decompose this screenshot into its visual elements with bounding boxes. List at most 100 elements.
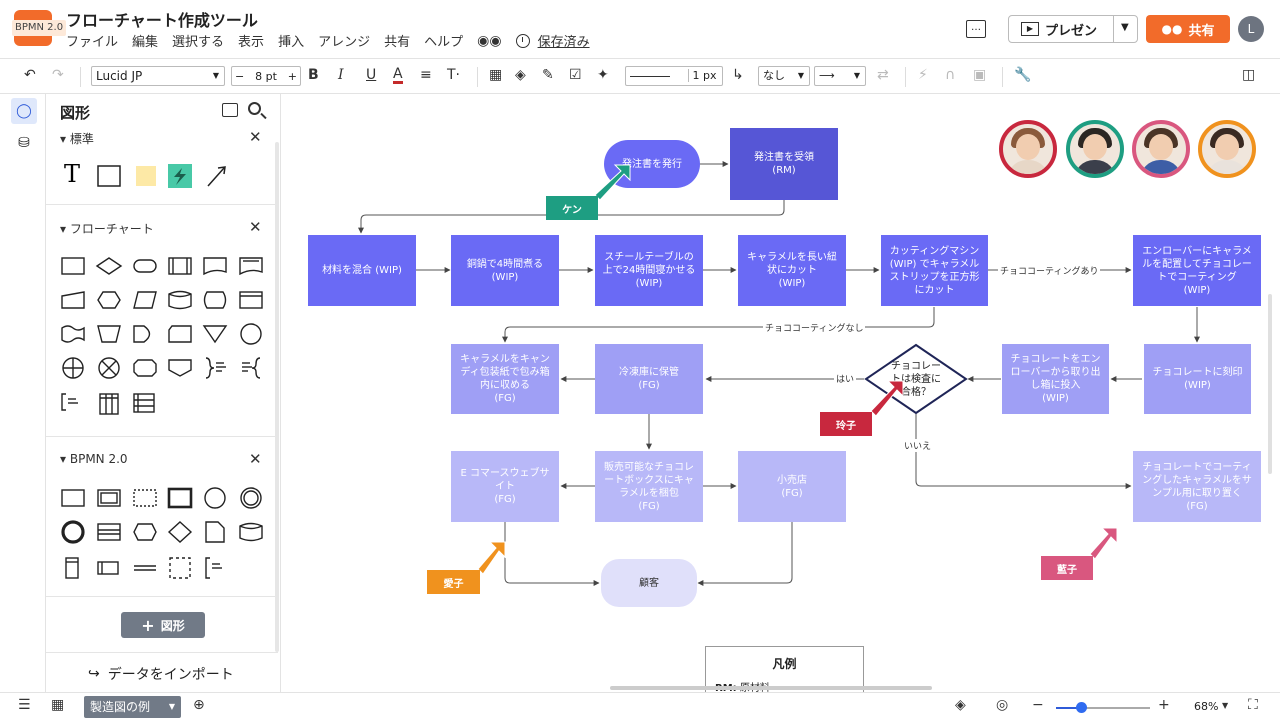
bold-icon[interactable]: B [308, 67, 319, 83]
manual-input-shape[interactable] [61, 291, 85, 309]
manual-operation-shape[interactable] [97, 325, 121, 343]
node-fridge[interactable]: 冷凍庫に保管 (FG) [595, 344, 703, 414]
menu-arrange[interactable]: アレンジ [318, 35, 371, 50]
zoom-out-icon[interactable]: − [1032, 697, 1044, 713]
line-end-select[interactable]: ⟶ ▼ [814, 66, 866, 86]
bracket-annotation-shape[interactable] [61, 393, 66, 411]
display-shape[interactable] [133, 359, 157, 377]
predefined-process-shape[interactable] [168, 257, 192, 275]
collaborator-avatar[interactable] [1132, 120, 1190, 178]
section-bpmn-header[interactable]: ▾ BPMN 2.0 [60, 452, 128, 466]
shapes-icon[interactable]: ◯ [11, 98, 37, 124]
minus-icon[interactable]: − [235, 69, 245, 83]
database-shape[interactable] [168, 290, 192, 310]
font-size-value[interactable]: 8 pt [255, 69, 277, 83]
menu-select[interactable]: 選択する [172, 35, 225, 50]
node-ecommerce[interactable]: E コマースウェブサイト (FG) [451, 451, 559, 522]
border-icon[interactable]: ▦ [489, 67, 503, 83]
stored-data-shape[interactable] [203, 291, 227, 309]
zoom-slider-handle[interactable] [1076, 702, 1088, 713]
undo-icon[interactable]: ↶ [24, 67, 36, 83]
preparation-shape[interactable] [97, 291, 121, 309]
node-decision[interactable]: チョコレートは検査に合格？ [891, 360, 941, 398]
lane-vertical-shape[interactable] [65, 557, 79, 579]
wrench-icon[interactable]: 🔧 [1014, 67, 1032, 83]
node-cut-square[interactable]: カッティングマシン (WIP) でキャラメルストリップを正方形にカット [881, 235, 988, 306]
connector-style-icon[interactable]: ↳ [732, 67, 744, 83]
card-shape[interactable] [168, 325, 192, 343]
swimlane-vertical-shape[interactable] [99, 393, 119, 415]
connector-shape[interactable] [240, 323, 262, 345]
node-start[interactable]: 発注書を発行 [604, 140, 700, 188]
image-icon[interactable] [222, 103, 238, 117]
import-data-button[interactable]: ↪ データをインポート [88, 664, 234, 684]
share-button[interactable]: ●● 共有 [1146, 15, 1230, 43]
node-pack[interactable]: 販売可能なチョコレートボックスにキャラメルを梱包 (FG) [595, 451, 703, 522]
node-boxing[interactable]: チョコレートをエンローバーから取り出し箱に投入 (WIP) [1002, 344, 1109, 414]
list-view-icon[interactable]: ☰ [18, 697, 31, 713]
section-flowchart-header[interactable]: ▾ フローチャート [60, 222, 154, 236]
edge-decision-sample[interactable] [915, 414, 1132, 489]
text-shape[interactable]: T [64, 160, 80, 188]
end-event-shape[interactable] [61, 520, 85, 544]
plus-icon[interactable]: + [287, 69, 297, 83]
grid-view-icon[interactable]: ▦ [51, 697, 65, 713]
menu-view[interactable]: 表示 [238, 35, 265, 50]
user-avatar[interactable]: L [1238, 16, 1264, 42]
panel-toggle-icon[interactable]: ◫ [1242, 67, 1256, 83]
fill-color-icon[interactable]: ◈ [515, 67, 526, 83]
data-store-shape[interactable] [239, 522, 263, 542]
font-family-select[interactable]: Lucid JP ▼ [91, 66, 225, 86]
zoom-level[interactable]: 68% [1194, 700, 1219, 713]
subprocess-shape[interactable] [97, 489, 121, 507]
layers-icon[interactable]: ◈ [955, 697, 966, 713]
collaborator-avatar[interactable] [1198, 120, 1256, 178]
redo-icon[interactable]: ↷ [52, 67, 64, 83]
or-shape[interactable] [98, 357, 120, 379]
text-color-icon[interactable]: A [393, 66, 403, 84]
comment-icon[interactable]: … [966, 20, 986, 38]
call-activity-shape[interactable] [167, 487, 193, 509]
node-sample[interactable]: チョコレートでコーティングしたキャラメルをサンプル用に取り置く (FG) [1133, 451, 1261, 522]
magnet-icon[interactable]: ∩ [945, 67, 956, 83]
text-annotation-shape[interactable] [205, 557, 210, 579]
chevron-down-icon[interactable]: ▼ [168, 702, 175, 711]
horizontal-scrollbar[interactable] [610, 686, 932, 690]
line-style-select[interactable]: 1 px [625, 66, 723, 86]
internal-storage-shape[interactable] [239, 291, 263, 309]
database-icon[interactable]: ⛁ [18, 135, 30, 151]
merge-shape[interactable] [202, 325, 228, 344]
tape-shape[interactable] [61, 325, 85, 343]
vertical-scrollbar[interactable] [1268, 294, 1272, 474]
node-engrave[interactable]: チョコレートに刻印 (WIP) [1144, 344, 1251, 414]
node-customer[interactable]: 顧客 [601, 559, 697, 607]
fullscreen-icon[interactable]: ⛶ [1248, 697, 1258, 713]
chevron-down-icon[interactable]: ▼ [1121, 22, 1129, 33]
node-retail[interactable]: 小売店 (FG) [738, 451, 846, 522]
node-enrober[interactable]: エンローバーにキャラメルを配置してチョコレートでコーティング (WIP) [1133, 235, 1261, 306]
terminator-shape[interactable] [133, 259, 157, 273]
arrow-shape[interactable] [207, 167, 225, 187]
add-page-icon[interactable]: ⊕ [193, 697, 205, 713]
line-start-select[interactable]: なし ▼ [758, 66, 810, 86]
present-button[interactable]: ▶ プレゼン ▼ [1008, 15, 1138, 43]
underline-icon[interactable]: U [366, 67, 377, 83]
intermediate-event-shape[interactable] [240, 487, 262, 509]
node-cool[interactable]: スチールテーブルの上で24時間寝かせる (WIP) [595, 235, 703, 306]
brace-annotation-shape[interactable] [205, 357, 215, 379]
menu-help[interactable]: ヘルプ [424, 35, 464, 50]
data-object-shape[interactable] [205, 521, 225, 543]
chevron-down-icon[interactable]: ▼ [1222, 701, 1229, 710]
panel-scrollbar[interactable] [275, 142, 279, 652]
add-shapes-button[interactable]: + 図形 [121, 612, 205, 638]
navigate-icon[interactable]: ◎ [996, 697, 1009, 713]
off-page-shape[interactable] [168, 359, 192, 377]
task-shape[interactable] [61, 489, 85, 507]
menu-edit[interactable]: 編集 [132, 35, 159, 50]
close-icon[interactable]: ✕ [249, 450, 262, 468]
edge-square-wrap[interactable] [502, 307, 935, 343]
start-event-shape[interactable] [204, 487, 226, 509]
node-receive[interactable]: 発注書を受領 (RM) [730, 128, 838, 200]
menu-share[interactable]: 共有 [384, 35, 411, 50]
node-wrap[interactable]: キャラメルをキャンディ包装紙で包み箱内に収める (FG) [451, 344, 559, 414]
